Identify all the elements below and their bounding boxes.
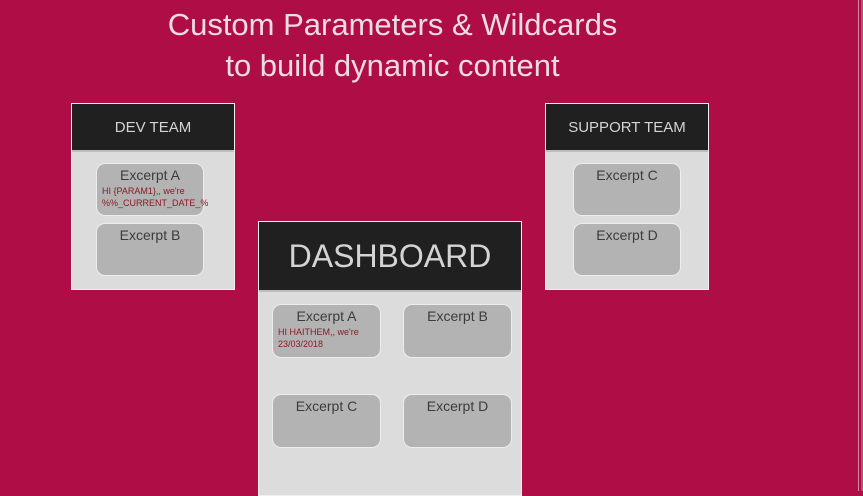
dashboard-excerpt-a-card[interactable]: Excerpt A HI HAITHEM,, we're 23/03/2018 <box>272 304 381 358</box>
support-team-header: SUPPORT TEAM <box>546 104 708 152</box>
dashboard-excerpt-b-card[interactable]: Excerpt B <box>403 304 512 358</box>
dashboard-panel: DASHBOARD Excerpt A HI HAITHEM,, we're 2… <box>258 221 522 496</box>
right-border-line <box>858 0 859 491</box>
dev-team-header: DEV TEAM <box>72 104 234 152</box>
card-rendered-text: HI HAITHEM,, we're 23/03/2018 <box>273 326 380 350</box>
support-team-panel: SUPPORT TEAM Excerpt C Excerpt D <box>545 103 709 290</box>
support-excerpt-d-card[interactable]: Excerpt D <box>573 223 681 276</box>
support-excerpt-c-card[interactable]: Excerpt C <box>573 163 681 216</box>
card-title: Excerpt A <box>120 167 180 183</box>
dashboard-excerpt-c-card[interactable]: Excerpt C <box>272 394 381 448</box>
dev-team-panel: DEV TEAM Excerpt A HI {PARAM1},, we're %… <box>71 103 235 290</box>
card-title: Excerpt B <box>119 227 181 243</box>
card-title: Excerpt D <box>426 398 489 414</box>
card-title: Excerpt C <box>295 398 358 414</box>
card-title: Excerpt B <box>427 308 488 324</box>
slide-title: Custom Parameters & Wildcards to build d… <box>0 4 785 86</box>
right-border-edge <box>861 0 863 491</box>
card-title: Excerpt D <box>596 227 658 243</box>
dev-excerpt-b-card[interactable]: Excerpt B <box>96 223 204 276</box>
card-text-line: HI HAITHEM,, we're <box>278 327 359 337</box>
dashboard-excerpt-d-card[interactable]: Excerpt D <box>403 394 512 448</box>
card-text-line: 23/03/2018 <box>278 339 324 349</box>
dashboard-header: DASHBOARD <box>259 222 521 292</box>
title-line-1: Custom Parameters & Wildcards <box>167 7 618 42</box>
card-title: Excerpt C <box>596 167 658 183</box>
card-title: Excerpt A <box>296 308 357 324</box>
card-text-line: HI {PARAM1},, we're <box>102 186 185 196</box>
dev-excerpt-a-card[interactable]: Excerpt A HI {PARAM1},, we're %%_CURRENT… <box>96 163 209 216</box>
title-line-2: to build dynamic content <box>225 48 560 83</box>
card-template-text: HI {PARAM1},, we're %%_CURRENT_DATE_% <box>97 185 209 209</box>
card-text-line: %%_CURRENT_DATE_% <box>102 198 209 208</box>
